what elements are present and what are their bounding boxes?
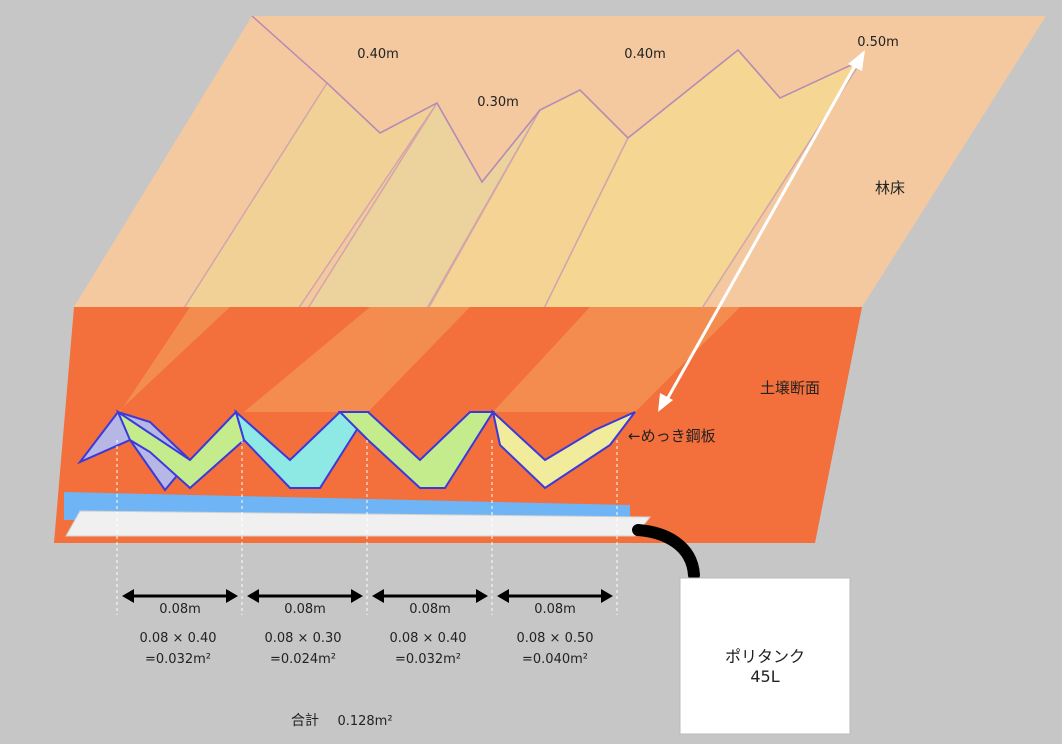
poly-tank bbox=[679, 577, 851, 735]
segment-result-4: =0.040m² bbox=[522, 652, 588, 667]
plate-face-5 bbox=[491, 409, 636, 490]
segment-width-3: 0.08m bbox=[409, 602, 451, 617]
drain-tray bbox=[65, 510, 652, 537]
segment-formula-4: 0.08 × 0.50 bbox=[516, 631, 593, 646]
drain-hose bbox=[632, 524, 700, 581]
segment-width-2: 0.08m bbox=[284, 602, 326, 617]
depth-arrow bbox=[658, 50, 865, 412]
forest-floor-label: 林床 bbox=[875, 179, 905, 197]
ridge-fins-in-soil bbox=[80, 307, 740, 465]
total-label: 合計 bbox=[291, 713, 319, 729]
segment-width-4: 0.08m bbox=[534, 602, 576, 617]
tank-label-line1: ポリタンク bbox=[725, 647, 805, 666]
tank-label-line2: 45L bbox=[750, 667, 779, 686]
plate-face-2 bbox=[115, 409, 246, 490]
segment-width-1: 0.08m bbox=[159, 602, 201, 617]
segment-result-1: =0.032m² bbox=[145, 652, 211, 667]
width-guide-lines bbox=[116, 440, 618, 615]
plated-steel-collector bbox=[76, 408, 636, 492]
total-value: 0.128m² bbox=[337, 714, 392, 729]
segment-result-2: =0.024m² bbox=[270, 652, 336, 667]
segment-formula-3: 0.08 × 0.40 bbox=[389, 631, 466, 646]
height-label-1: 0.40m bbox=[357, 47, 399, 62]
width-arrows bbox=[122, 589, 613, 603]
plate-label: ←めっき鋼板 bbox=[628, 427, 716, 445]
segment-formula-1: 0.08 × 0.40 bbox=[139, 631, 216, 646]
segment-labels: 0.08m 0.08m 0.08m 0.08m 0.08 × 0.40 0.08… bbox=[139, 602, 593, 667]
height-label-4: 0.50m bbox=[857, 35, 899, 50]
soil-section-label: 土壌断面 bbox=[760, 379, 820, 397]
height-label-2: 0.30m bbox=[477, 95, 519, 110]
segment-formula-2: 0.08 × 0.30 bbox=[264, 631, 341, 646]
height-label-3: 0.40m bbox=[624, 47, 666, 62]
segment-result-3: =0.032m² bbox=[395, 652, 461, 667]
ridge-top-outline bbox=[251, 15, 863, 184]
plate-face-3 bbox=[234, 408, 370, 489]
